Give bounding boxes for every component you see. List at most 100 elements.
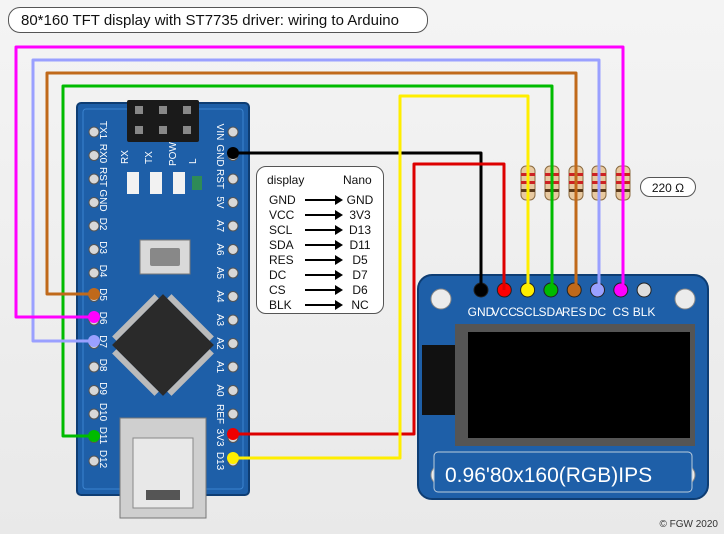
nano-pin-hole — [227, 408, 239, 420]
nano-right-pin-label: REF — [214, 404, 225, 424]
legend-nano-pin: D5 — [352, 253, 368, 267]
legend-display-pin: SDA — [269, 238, 294, 252]
led-pow-label: POW — [168, 142, 179, 166]
legend-row: SCL D13 — [257, 223, 385, 237]
nano-right-pin-label: A5 — [214, 267, 225, 280]
nano-pin-hole — [227, 314, 239, 326]
legend-display-pin: RES — [269, 253, 294, 267]
arrow-icon — [305, 195, 343, 205]
diagram-title: 80*160 TFT display with ST7735 driver: w… — [8, 7, 428, 33]
nano-pin-hole — [88, 126, 100, 138]
led-pow — [173, 172, 185, 194]
legend-display-pin: SCL — [269, 223, 293, 237]
nano-left-pin-label: D11 — [97, 427, 108, 445]
tft-pin-label: BLK — [633, 305, 656, 319]
led-tx — [150, 172, 162, 194]
nano-pin-hole — [227, 244, 239, 255]
nano-left-pin-label: D4 — [97, 265, 108, 278]
tft-screen — [468, 332, 690, 438]
nano-right-pin-label: A3 — [214, 314, 225, 327]
legend-display-pin: GND — [269, 193, 296, 207]
resistor-value-label: 220 Ω — [640, 177, 696, 197]
nano-pin-hole — [227, 338, 239, 349]
nano-left-pin-label: D8 — [97, 359, 108, 372]
nano-left-pin-label: RST — [97, 167, 108, 187]
nano-right-pin-label: A7 — [214, 220, 225, 233]
nano-right-pin-label: A6 — [214, 243, 225, 256]
legend-nano-pin: D13 — [348, 223, 371, 237]
wires — [14, 45, 625, 460]
wire-vcc — [233, 162, 506, 436]
wire-res — [45, 71, 578, 296]
legend-nano-pin: D7 — [352, 268, 368, 282]
legend-display-pin: BLK — [269, 298, 292, 312]
arrow-icon — [305, 210, 343, 220]
nano-pin-hole — [227, 291, 239, 302]
nano-left-pin-label: GND — [97, 189, 108, 211]
nano-pin-hole — [227, 385, 239, 396]
nano-pin-hole — [227, 126, 239, 138]
led-l-label: L — [188, 158, 199, 164]
nano-pin-hole — [227, 220, 239, 232]
nano-right-pin-label: VIN — [214, 124, 225, 141]
nano-left-pin-label: TX1 — [97, 121, 108, 140]
nano-right-pin-label: 5V — [214, 196, 225, 209]
nano-left-pin-label: D10 — [97, 403, 108, 422]
nano-pin-hole — [227, 267, 239, 279]
copyright: © FGW 2020 — [659, 519, 719, 530]
legend-nano-pin: D6 — [352, 283, 368, 297]
led-rx — [127, 172, 139, 194]
nano-left-pin-label: D5 — [97, 288, 108, 301]
tft-pin-label: RES — [562, 305, 587, 319]
nano-pin-hole — [88, 244, 100, 255]
nano-right-pin-label: A4 — [214, 290, 225, 303]
legend-nano-pin: GND — [346, 193, 374, 207]
legend-header-nano: Nano — [343, 173, 372, 187]
legend-row: BLK NC — [257, 298, 385, 312]
nano-pin-hole — [88, 173, 100, 185]
tft-pin-blk — [636, 282, 652, 298]
nano-right-pin-label: A1 — [214, 361, 225, 374]
flex-connector — [422, 345, 460, 415]
led-l — [192, 176, 202, 190]
wire-cs — [14, 45, 625, 319]
tft-pin-label: VCC — [492, 305, 518, 319]
tft-pin-res — [566, 282, 582, 298]
legend-nano-pin: NC — [351, 298, 369, 312]
nano-pin-hole — [227, 173, 239, 185]
nano-left-pin-label: D2 — [97, 218, 108, 231]
legend-display-pin: VCC — [269, 208, 295, 222]
wire-sda — [61, 84, 554, 438]
nano-right-pin-label: D13 — [214, 452, 225, 471]
wire-dc — [31, 58, 601, 343]
nano-pin-hole — [88, 267, 100, 279]
nano-wire-endpoints — [88, 147, 239, 464]
legend-row: CS D6 — [257, 283, 385, 297]
tft-pin-label: SDA — [539, 305, 564, 319]
nano-left-pin-label: RX0 — [97, 144, 108, 164]
atmega-chip — [112, 294, 214, 396]
arrow-icon — [305, 255, 343, 265]
tft-model-label: 0.96'80x160(RGB)IPS — [445, 464, 652, 487]
legend-nano-pin: 3V3 — [349, 208, 371, 222]
nano-pin-hole — [88, 361, 100, 373]
tft-pin-label: GND — [468, 305, 495, 319]
nano-right-pin-label: A2 — [214, 337, 225, 350]
led-rx-label: RX — [120, 150, 131, 164]
nano-right-pin-label: 3V3 — [214, 429, 225, 447]
wire-scl — [233, 94, 530, 460]
led-tx-label: TX — [144, 151, 155, 164]
legend-display-pin: CS — [269, 283, 286, 297]
nano-pin-hole — [88, 455, 100, 467]
wire-gnd — [233, 151, 483, 290]
nano-right-pin-label: RST — [214, 169, 225, 189]
nano-pin-hole — [88, 408, 100, 420]
arrow-icon — [305, 240, 343, 250]
legend-row: RES D5 — [257, 253, 385, 267]
tft-pin-label: DC — [589, 305, 607, 319]
tft-pin-label: CS — [612, 305, 629, 319]
